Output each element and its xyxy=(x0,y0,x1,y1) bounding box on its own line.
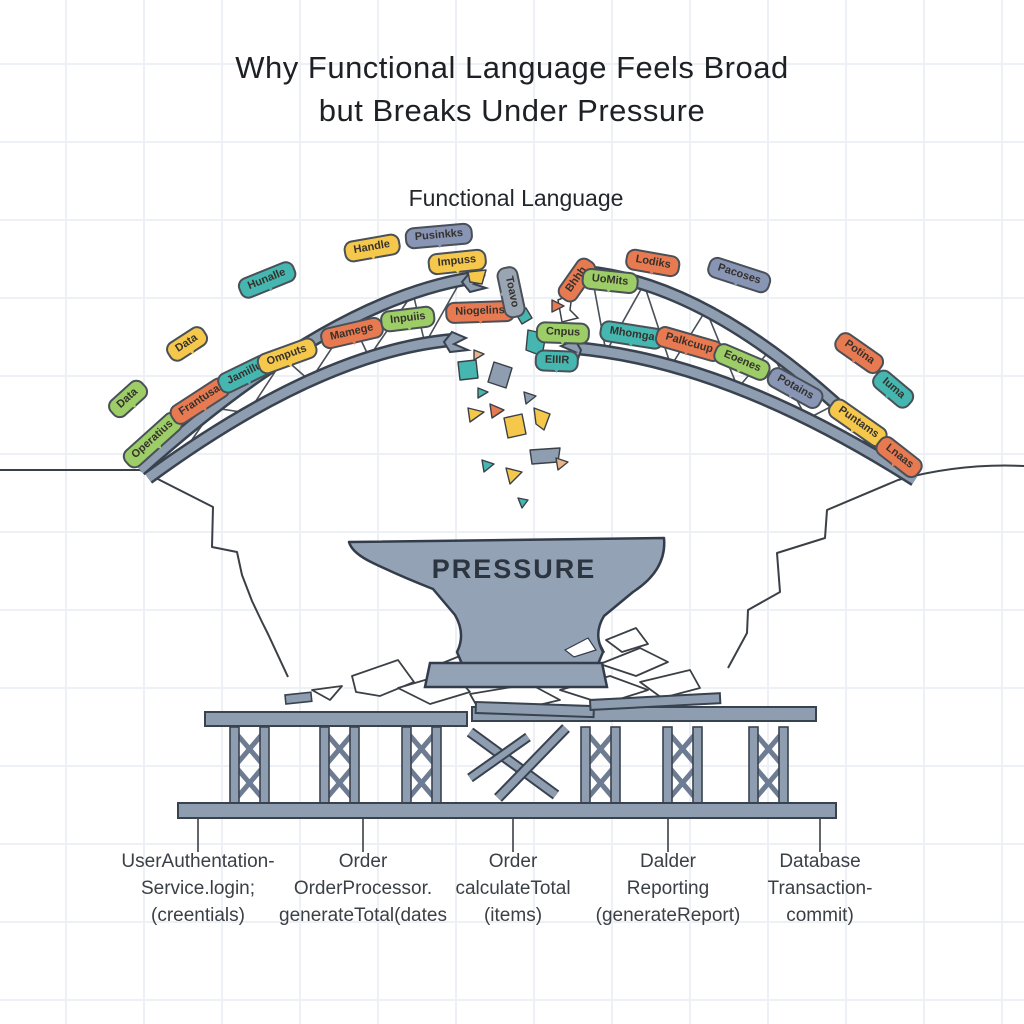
code-label-line: Dalder xyxy=(640,851,696,872)
leader-lines xyxy=(197,818,821,852)
code-label-line: generateTotal(dates xyxy=(279,905,447,926)
code-label-line: Database xyxy=(779,851,861,872)
code-label-line: Order xyxy=(338,851,388,872)
broken-plank xyxy=(474,700,595,719)
code-label-calculate-total: Order calculateTotal (items) xyxy=(413,848,613,929)
cliff-left xyxy=(0,469,289,678)
pressure-label: PRESSURE xyxy=(432,554,597,584)
code-label-reporting: Dalder Reporting (generateReport) xyxy=(568,848,768,929)
code-label-line: (generateReport) xyxy=(595,905,741,926)
left-arch-span xyxy=(135,268,490,484)
truss-columns xyxy=(229,726,789,806)
broken-braces xyxy=(466,724,570,802)
diagram-title: Why Functional Language Feels Broad but … xyxy=(62,46,962,132)
code-label-order-processor: Order OrderProcessor. generateTotal(date… xyxy=(263,848,463,929)
code-label-line: Service.login; xyxy=(140,878,256,899)
code-label-line: (items) xyxy=(483,905,543,926)
code-label-line: OrderProcessor. xyxy=(293,878,433,899)
anvil-glint xyxy=(563,637,597,658)
code-label-line: commit) xyxy=(786,905,854,926)
broken-plank xyxy=(588,692,722,712)
code-label-user-authentication: UserAuthentation- Service.login; (creent… xyxy=(98,848,298,929)
code-label-line: Order xyxy=(488,851,538,872)
title-line-1: Why Functional Language Feels Broad xyxy=(235,50,789,85)
falling-debris xyxy=(457,269,569,509)
bottom-beam xyxy=(177,802,837,819)
broken-plank xyxy=(284,691,313,705)
code-label-line: UserAuthentation- xyxy=(121,851,275,872)
code-label-line: (creentials) xyxy=(151,905,245,926)
bridge-label-bubble: Cnpus xyxy=(535,321,591,345)
code-label-db-transaction: Database Transaction- commit) xyxy=(720,848,920,929)
truss-platform xyxy=(177,691,837,852)
bridge-caption: Functional Language xyxy=(408,185,624,211)
pressure-anvil: PRESSURE xyxy=(347,536,666,689)
code-label-line: calculateTotal xyxy=(455,878,571,899)
top-beam-left xyxy=(204,711,468,727)
code-label-line: Reporting xyxy=(626,878,710,899)
code-label-line: Transaction- xyxy=(767,878,873,899)
title-line-2: but Breaks Under Pressure xyxy=(318,93,706,128)
bridge-label-bubble: EIIIR xyxy=(534,349,580,373)
cliff-right xyxy=(727,464,1024,669)
